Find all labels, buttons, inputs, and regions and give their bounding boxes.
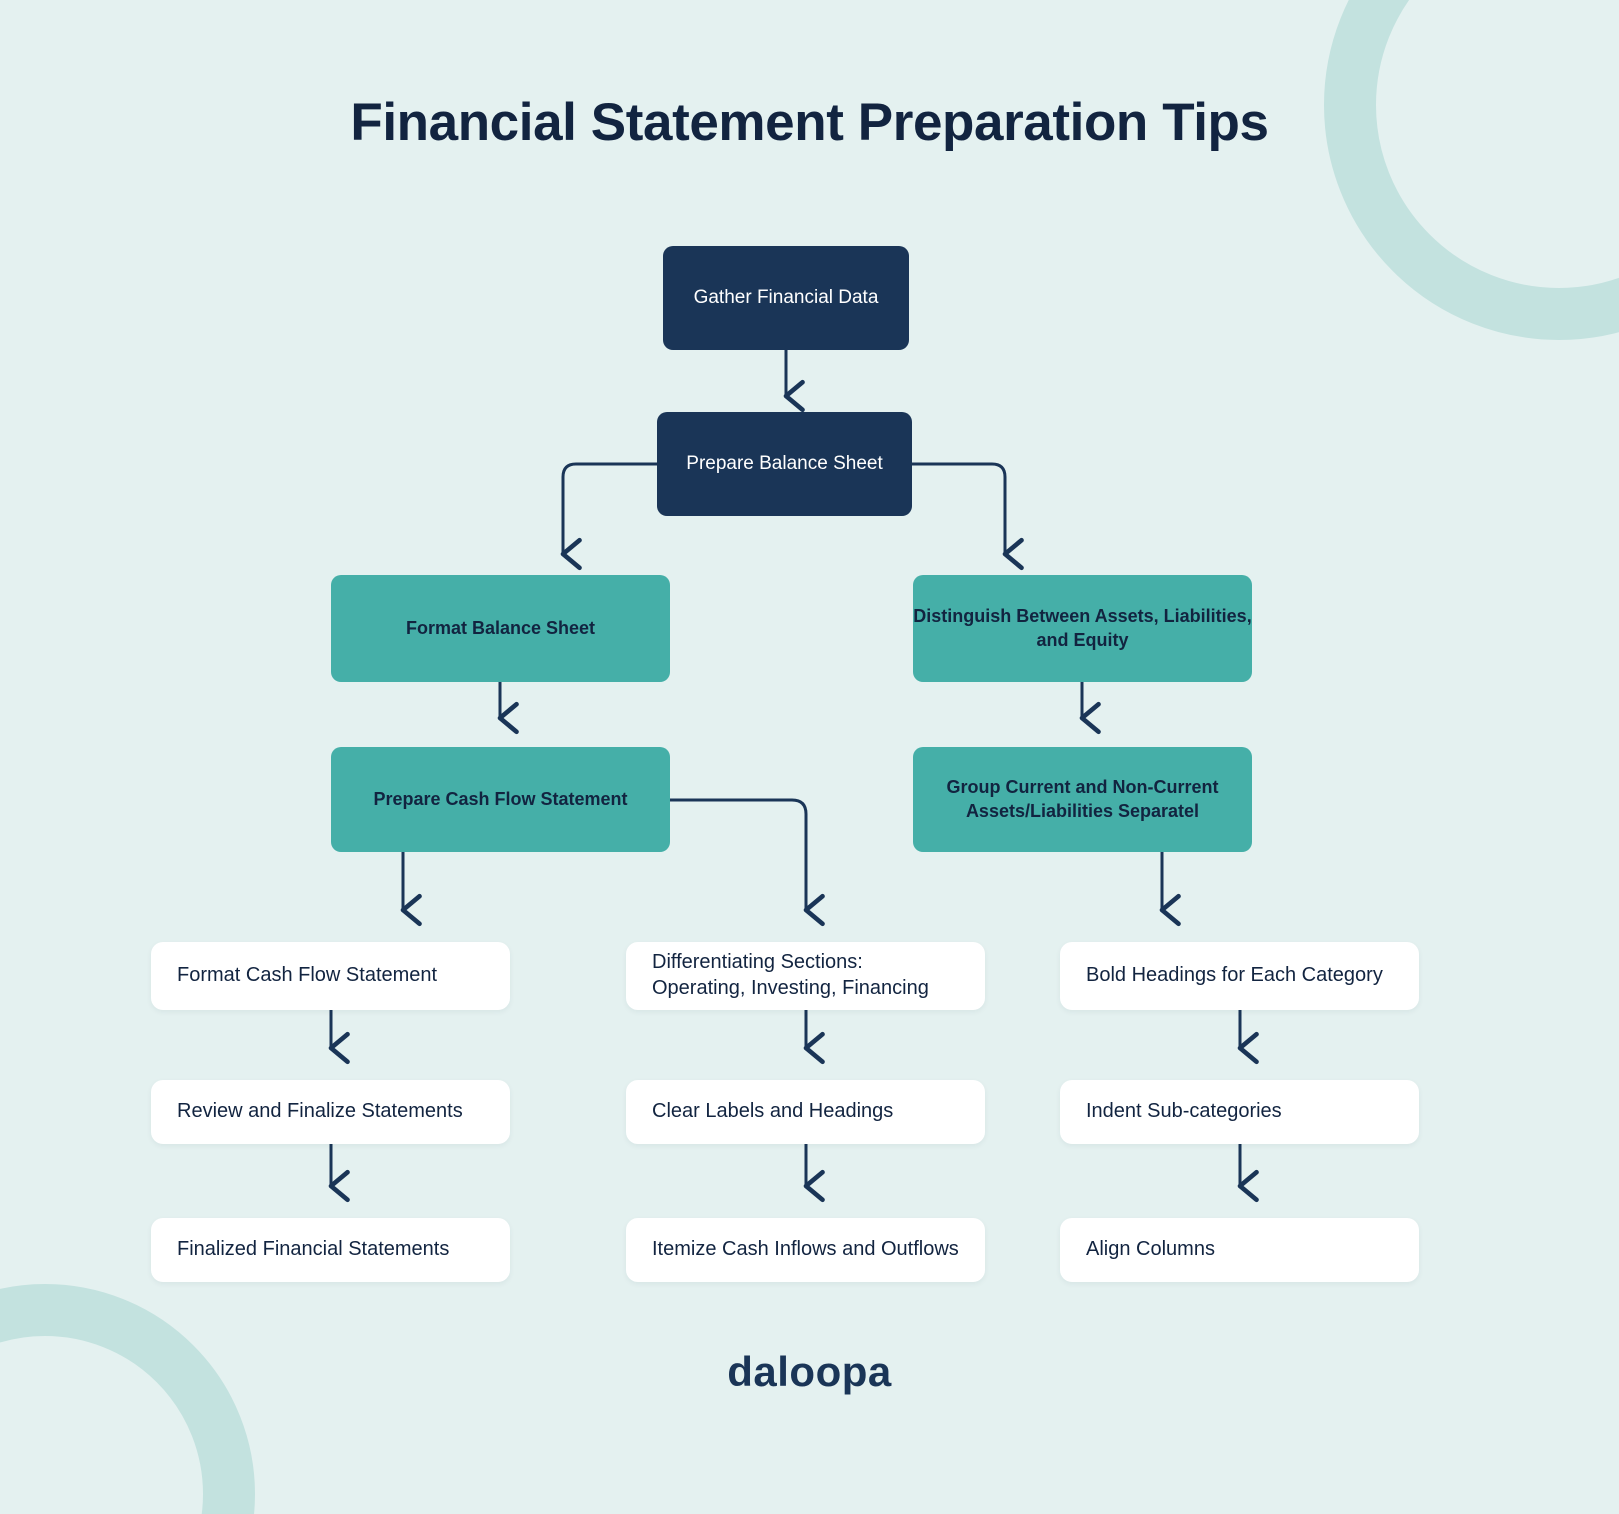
flow-node-clear-labels-and-headings[interactable]: Clear Labels and Headings <box>626 1080 985 1144</box>
flow-node-label: Format Cash Flow Statement <box>177 964 438 987</box>
flow-node-label: Gather Financial Data <box>693 286 879 308</box>
flow-node-indent-sub-categories[interactable]: Indent Sub-categories <box>1060 1080 1419 1144</box>
flow-node-label: Bold Headings for Each Category <box>1086 964 1383 987</box>
flow-node-prepare-cash-flow-statement[interactable]: Prepare Cash Flow Statement <box>331 747 670 852</box>
flow-node-review-and-finalize[interactable]: Review and Finalize Statements <box>151 1080 510 1144</box>
edge-n2-n4 <box>911 462 1007 548</box>
flow-node-format-balance-sheet[interactable]: Format Balance Sheet <box>331 575 670 682</box>
flow-node-itemize-cash-inflows-outflows[interactable]: Itemize Cash Inflows and Outflows <box>626 1218 985 1282</box>
flow-node-label: Finalized Financial Statements <box>177 1238 450 1261</box>
flow-node-prepare-balance-sheet[interactable]: Prepare Balance Sheet <box>657 412 912 516</box>
flow-node-label: Format Balance Sheet <box>405 617 596 638</box>
flow-node-label: Review and Finalize Statements <box>177 1100 463 1123</box>
flow-node-group-current-noncurrent[interactable]: Group Current and Non-Current Assets/Lia… <box>913 747 1252 852</box>
flow-node-label: Clear Labels and Headings <box>652 1100 894 1123</box>
flow-node-label: Distinguish Between Assets, Liabilities,… <box>913 606 1252 650</box>
daloopa-logo: daloopa <box>727 1348 892 1395</box>
flow-node-label: Indent Sub-categories <box>1086 1100 1282 1123</box>
flow-node-label: Prepare Balance Sheet <box>686 452 883 474</box>
flow-node-format-cash-flow-statement[interactable]: Format Cash Flow Statement <box>151 942 510 1010</box>
flow-node-label: Differentiating Sections: Operating, Inv… <box>652 951 929 999</box>
flow-node-gather-financial-data[interactable]: Gather Financial Data <box>663 246 909 350</box>
flow-node-distinguish-assets-liabilities-equity[interactable]: Distinguish Between Assets, Liabilities,… <box>913 575 1252 682</box>
edge-n5-n8 <box>670 798 808 904</box>
edge-n2-n3 <box>561 462 657 548</box>
flow-node-label: Align Columns <box>1086 1238 1215 1261</box>
flow-node-label: Group Current and Non-Current Assets/Lia… <box>946 777 1219 821</box>
flow-node-label: Prepare Cash Flow Statement <box>373 788 628 809</box>
flow-node-differentiating-sections[interactable]: Differentiating Sections: Operating, Inv… <box>626 942 985 1010</box>
flow-node-bold-headings[interactable]: Bold Headings for Each Category <box>1060 942 1419 1010</box>
flow-node-label: Itemize Cash Inflows and Outflows <box>652 1238 959 1261</box>
page-title: Financial Statement Preparation Tips <box>350 93 1269 152</box>
flow-node-finalized-financial-statements[interactable]: Finalized Financial Statements <box>151 1218 510 1282</box>
flow-node-align-columns[interactable]: Align Columns <box>1060 1218 1419 1282</box>
